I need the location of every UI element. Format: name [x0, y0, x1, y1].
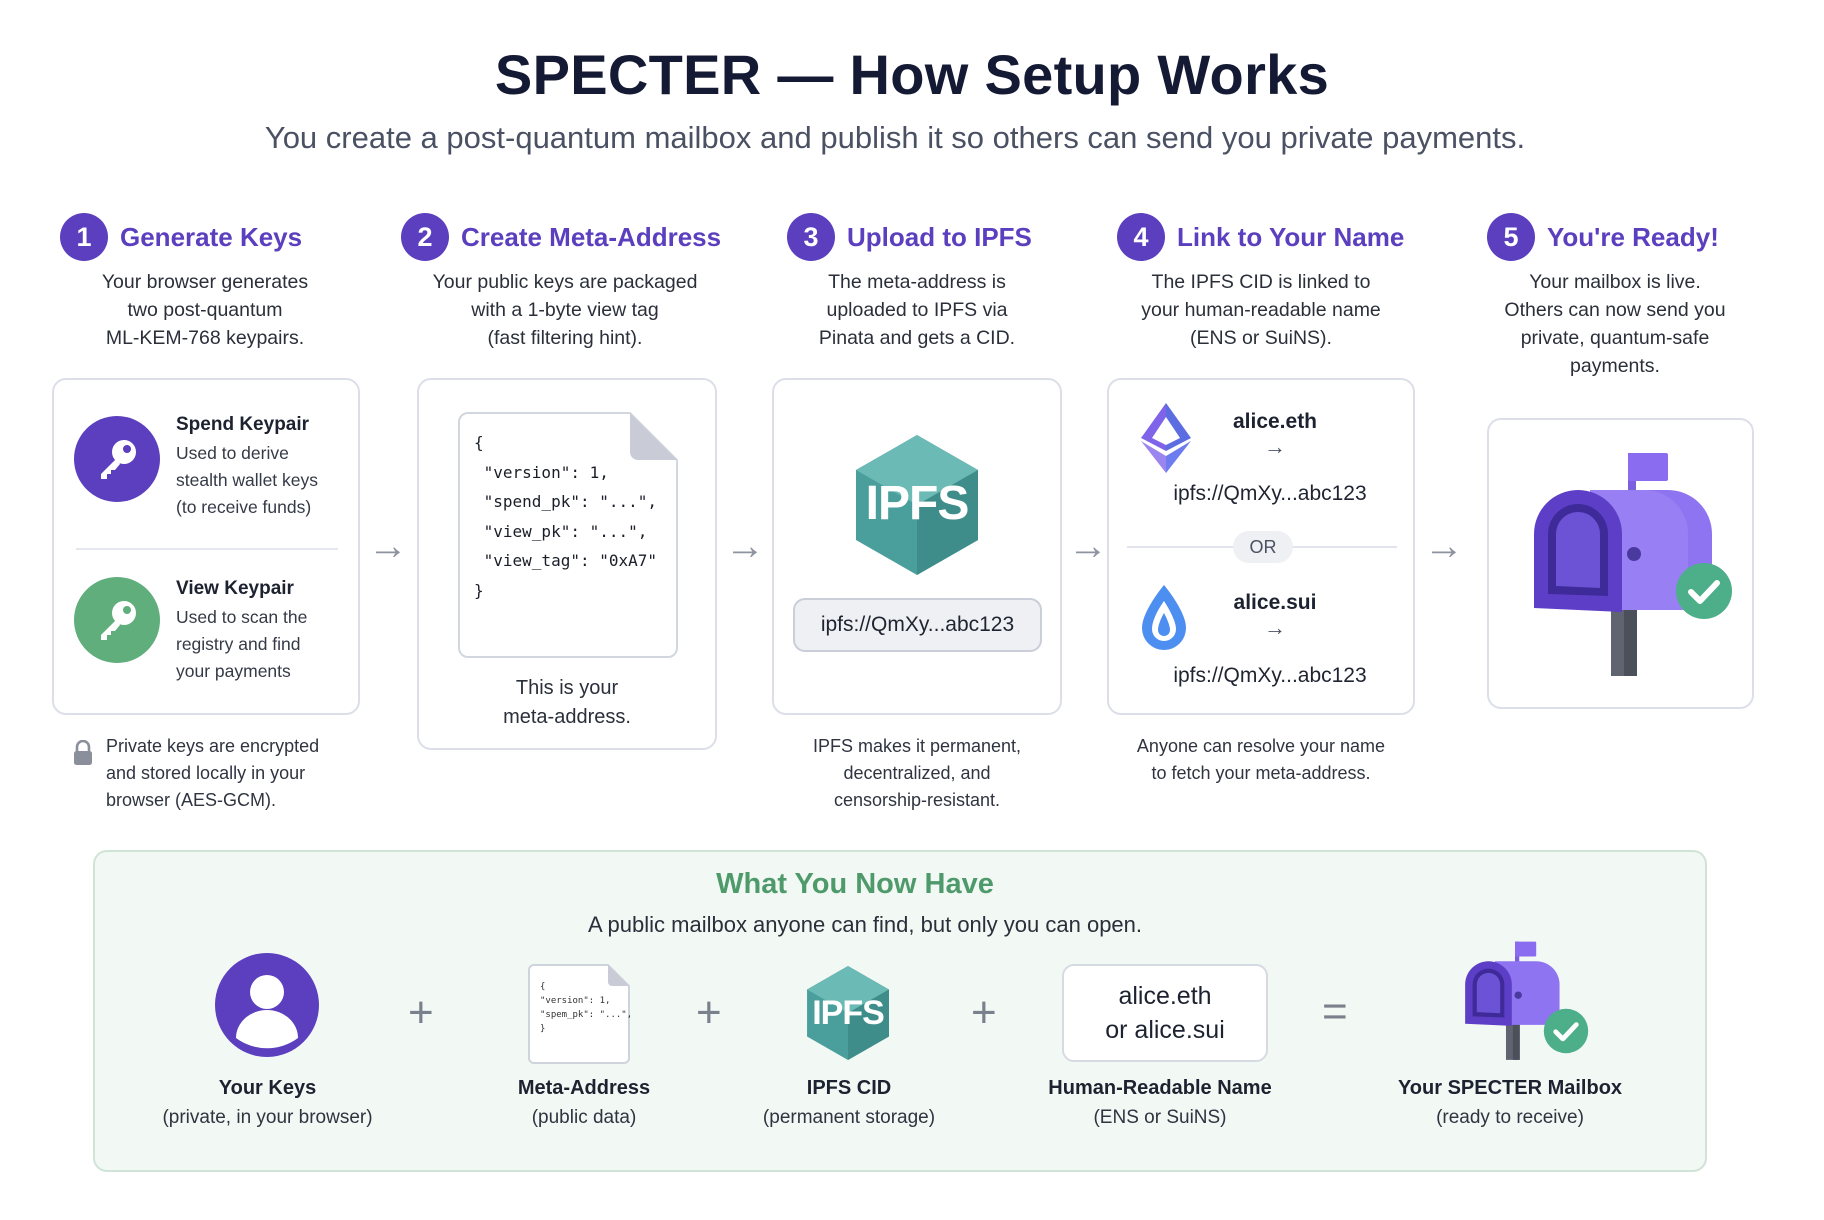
plus-icon: +	[696, 988, 722, 1037]
sui-cid: ipfs://QmXy...abc123	[1173, 664, 1367, 687]
summary-mailbox-label: Your SPECTER Mailbox	[1397, 1077, 1623, 1099]
step-3-number: 3	[787, 213, 835, 261]
view-keypair-title: View Keypair	[176, 578, 294, 599]
ens-cid: ipfs://QmXy...abc123	[1173, 482, 1367, 505]
arrow-right-icon: →	[1424, 524, 1464, 568]
summary-subtitle: A public mailbox anyone can find, but on…	[587, 912, 1143, 937]
step-5-header: 5 You're Ready!	[1487, 213, 1719, 261]
name-card: alice.eth or alice.sui	[1062, 964, 1268, 1062]
plus-icon: +	[408, 988, 434, 1037]
step-2-title: Create Meta-Address	[461, 221, 722, 252]
card-divider	[76, 548, 338, 550]
plus-icon: +	[971, 988, 997, 1037]
ipfs-logo-icon: IPFS	[804, 964, 892, 1062]
summary-ipfs-caption: (permanent storage)	[762, 1107, 936, 1128]
ens-name: alice.eth	[1232, 410, 1318, 433]
step-4-title: Link to Your Name	[1177, 221, 1405, 252]
sui-name: alice.sui	[1233, 591, 1317, 614]
arrow-right-icon: →	[368, 524, 408, 568]
summary-name-label: Human-Readable Name	[1048, 1077, 1272, 1099]
checkmark-icon	[1675, 562, 1733, 625]
summary-meta-caption: (public data)	[531, 1107, 637, 1128]
summary-mailbox-caption: (ready to receive)	[1436, 1107, 1584, 1128]
step-1-title: Generate Keys	[120, 221, 303, 252]
equals-icon: =	[1322, 987, 1348, 1036]
ipfs-note: IPFS makes it permanent,decentralized, a…	[812, 736, 1022, 810]
mini-json: {"version": 1,"spem_pk": "...",}	[540, 982, 633, 1034]
step-5-number: 5	[1487, 213, 1535, 261]
ipfs-logo-icon: IPFS	[852, 432, 982, 578]
arrow-right-icon: →	[1264, 434, 1286, 459]
ethereum-icon	[1133, 401, 1199, 480]
lock-icon	[72, 739, 94, 771]
summary-title: What You Now Have	[716, 868, 994, 900]
step-2-number: 2	[401, 213, 449, 261]
step-3-header: 3 Upload to IPFS	[787, 213, 1032, 261]
document-icon	[528, 964, 630, 1064]
step-3-title: Upload to IPFS	[847, 221, 1032, 252]
spend-keypair-title: Spend Keypair	[176, 414, 310, 435]
summary-panel	[93, 850, 1707, 1172]
arrow-right-icon: →	[1264, 615, 1286, 640]
arrow-right-icon: →	[725, 524, 765, 568]
arrow-right-icon: →	[1068, 524, 1108, 568]
or-label: OR	[1233, 531, 1293, 563]
spend-key-icon	[74, 416, 160, 502]
step-5-title: You're Ready!	[1547, 221, 1719, 252]
step-1-header: 1 Generate Keys	[60, 213, 302, 261]
step-5-description: Your mailbox is live.Others can now send…	[1504, 271, 1726, 377]
page-subtitle: You create a post-quantum mailbox and pu…	[264, 120, 1526, 155]
ipfs-cid-field: ipfs://QmXy...abc123	[793, 598, 1042, 652]
sui-drop-icon	[1134, 581, 1194, 660]
document-icon	[458, 412, 678, 658]
view-key-icon	[74, 577, 160, 663]
meta-address-json: { "version": 1, "spend_pk": "...", "view…	[474, 433, 658, 600]
summary-keys-caption: (private, in your browser)	[162, 1107, 373, 1128]
user-icon	[214, 952, 320, 1063]
step-2-header: 2 Create Meta-Address	[401, 213, 721, 261]
mailbox-icon	[1454, 940, 1576, 1067]
step-1-number: 1	[60, 213, 108, 261]
step-4-header: 4 Link to Your Name	[1117, 213, 1404, 261]
checkmark-icon	[1543, 1008, 1589, 1059]
summary-name-caption: (ENS or SuiNS)	[1093, 1107, 1227, 1128]
summary-meta-label: Meta-Address	[517, 1077, 651, 1099]
summary-keys-label: Your Keys	[218, 1077, 317, 1099]
summary-ipfs-label: IPFS CID	[806, 1077, 892, 1099]
page-title: SPECTER — How Setup Works	[494, 43, 1330, 106]
step-4-number: 4	[1117, 213, 1165, 261]
